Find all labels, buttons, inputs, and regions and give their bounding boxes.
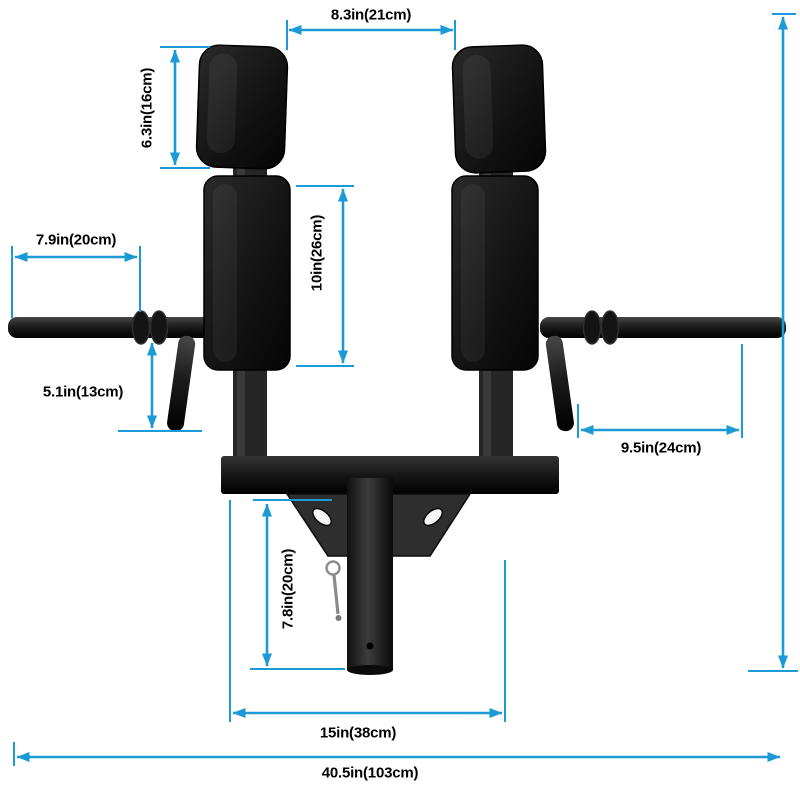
dim-label-drop-handle-length: 5.1in(13cm) xyxy=(42,383,124,401)
left-head-pad xyxy=(195,44,289,170)
dim-label-left-handle-length: 7.9in(20cm) xyxy=(35,231,117,249)
left-handle-bar xyxy=(8,317,236,338)
left-drop-handle xyxy=(167,335,196,432)
dim-label-overall-width: 40.5in(103cm) xyxy=(321,764,419,782)
dim-label-lower-post-height: 7.8in(20cm) xyxy=(279,548,297,630)
right-bar-collars xyxy=(582,310,620,345)
center-tube xyxy=(347,478,393,675)
right-drop-handle xyxy=(545,335,574,432)
right-head-pad xyxy=(451,44,547,174)
dim-label-top-pad-gap: 8.3in(21cm) xyxy=(330,6,412,24)
right-back-pad xyxy=(451,175,539,371)
crossbar xyxy=(221,456,559,494)
dim-label-right-handle-length: 9.5in(24cm) xyxy=(620,439,702,457)
dim-label-head-pad-height: 6.3in(16cm) xyxy=(138,67,156,149)
right-handle-bar xyxy=(540,317,786,338)
safety-pin xyxy=(325,560,342,621)
dimension-lines xyxy=(11,13,798,766)
left-bar-collars xyxy=(131,310,169,345)
left-back-pad xyxy=(203,175,291,371)
dim-label-base-mount-width: 15in(38cm) xyxy=(319,724,397,742)
equipment-frame xyxy=(8,44,786,675)
dim-label-back-pad-height: 10in(26cm) xyxy=(308,214,326,292)
